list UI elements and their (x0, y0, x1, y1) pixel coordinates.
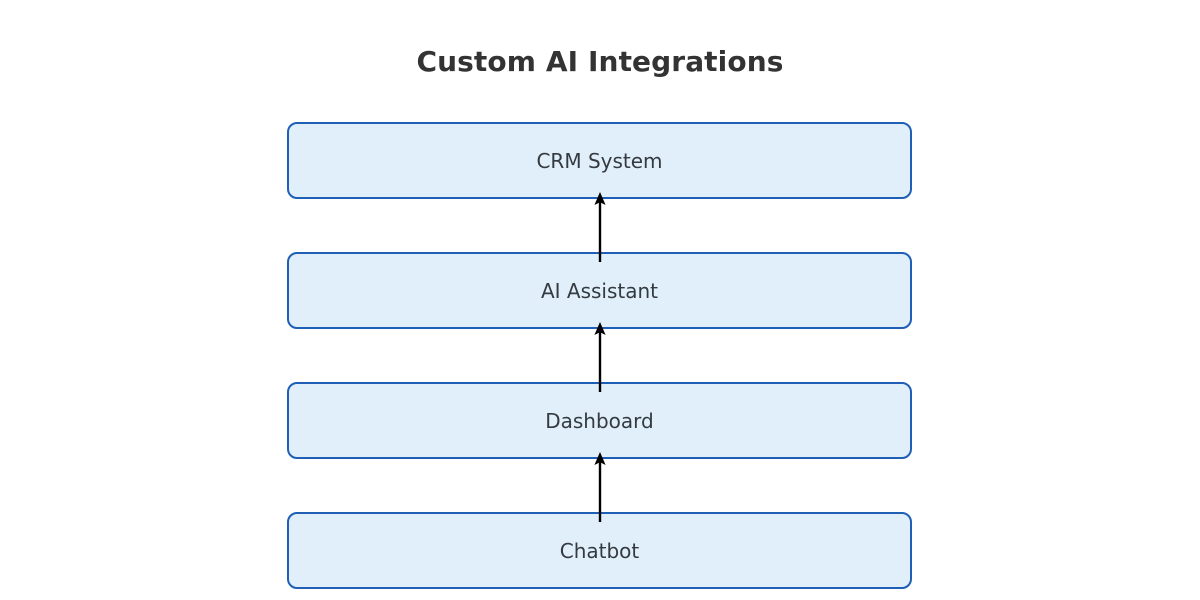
node-label-crm-system: CRM System (536, 148, 663, 173)
node-chatbot[interactable]: Chatbot (287, 512, 912, 589)
node-label-ai-assistant: AI Assistant (540, 278, 659, 303)
node-crm-system[interactable]: CRM System (287, 122, 912, 199)
node-label-chatbot: Chatbot (559, 538, 640, 563)
node-dashboard[interactable]: Dashboard (287, 382, 912, 459)
node-label-dashboard: Dashboard (545, 408, 654, 433)
node-ai-assistant[interactable]: AI Assistant (287, 252, 912, 329)
page-title: Custom AI Integrations (416, 45, 784, 78)
